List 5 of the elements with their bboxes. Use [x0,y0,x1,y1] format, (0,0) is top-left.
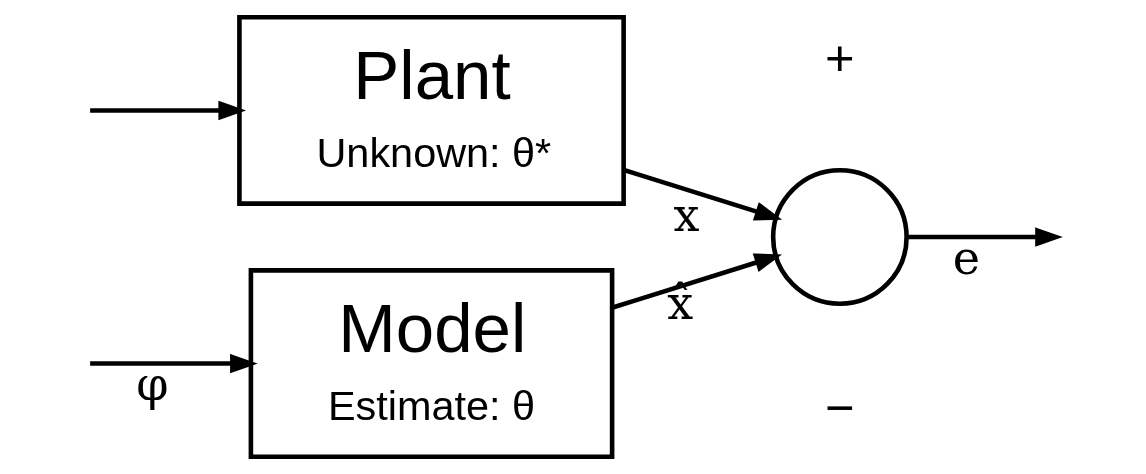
edge-label: φ [136,357,169,412]
label: − [825,378,855,436]
edge-label: e [952,230,980,285]
edge-label: x [673,187,700,242]
label: + [825,29,855,87]
